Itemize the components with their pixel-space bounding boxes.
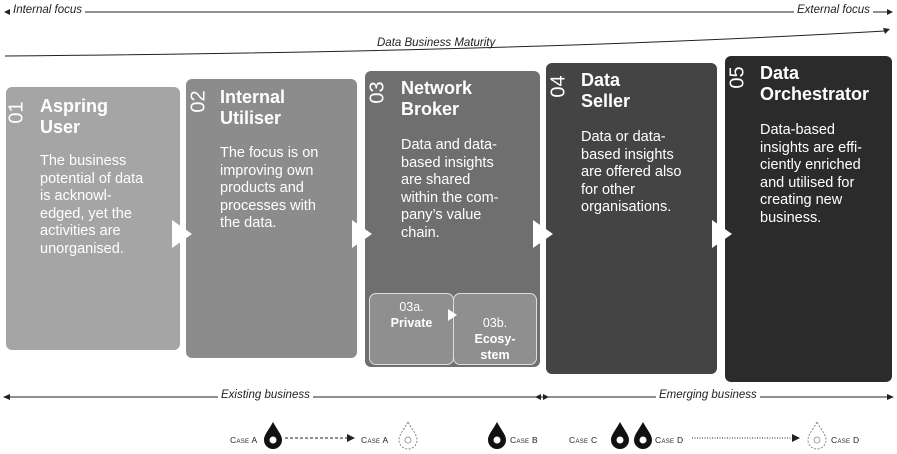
stage-data-orchestrator: 05 Data Orchestrator Data-based insights… <box>725 56 892 382</box>
stage-description: Data and data- based insights are shared… <box>401 137 499 241</box>
stage-number: 02 <box>187 90 210 113</box>
transition-arrow-icon <box>712 220 732 248</box>
stage-number: 01 <box>5 101 28 124</box>
case-a-end-label: Case A <box>361 435 389 445</box>
stage-number: 05 <box>726 66 749 89</box>
maturity-label: Data Business Maturity <box>377 37 496 49</box>
existing-business-label: Existing business <box>218 389 313 401</box>
transition-arrow-icon <box>533 220 553 248</box>
substage-arrow-icon <box>448 309 457 321</box>
stage-description: The focus is on improving own products a… <box>220 145 319 231</box>
stage-network-broker: 03 Network Broker Data and data- based i… <box>365 71 540 367</box>
external-focus-label: External focus <box>794 4 873 16</box>
case-d-filled-drop-icon <box>634 422 652 449</box>
stage-aspiring-user: 01 Aspring User The business potential o… <box>6 87 180 350</box>
case-d-end-label: Case D <box>831 435 860 445</box>
stage-title: Aspring User <box>40 96 109 137</box>
transition-arrow-icon <box>172 220 192 248</box>
stage-number: 04 <box>547 75 570 98</box>
case-a-dashed-arrow <box>285 434 355 442</box>
substage-code: 03b. <box>482 316 508 330</box>
stage-title: Data Seller <box>581 70 631 111</box>
stage-description: Data-based insights are effi- ciently en… <box>760 122 863 226</box>
case-b-label: Case B <box>510 435 538 445</box>
case-c-label: Case C <box>569 435 598 445</box>
stage-description: Data or data- based insights are offered… <box>581 129 682 215</box>
substage-private: 03a. Private <box>369 293 454 365</box>
internal-focus-label: Internal focus <box>10 4 86 16</box>
substage-label: Private <box>390 316 433 330</box>
stage-internal-utiliser: 02 Internal Utiliser The focus is on imp… <box>186 79 357 358</box>
case-c-filled-drop-icon <box>611 422 629 449</box>
business-axis <box>3 394 894 400</box>
stage-title: Internal Utiliser <box>220 87 286 128</box>
stage-data-seller: 04 Data Seller Data or data- based insig… <box>546 63 717 374</box>
case-d-start-label: Case D <box>655 435 684 445</box>
case-d-dotted-arrow <box>692 434 800 442</box>
case-d-outline-drop-icon <box>807 420 827 450</box>
case-b-filled-drop-icon <box>488 422 506 449</box>
substage-ecosystem: 03b. Ecosy- stem <box>453 293 537 365</box>
transition-arrow-icon <box>352 220 372 248</box>
focus-axis <box>4 9 893 57</box>
stage-number: 03 <box>366 81 389 104</box>
substage-code: 03a. <box>399 300 424 314</box>
stage-description: The business potential of data is acknow… <box>40 153 144 257</box>
case-a-start-label: Case A <box>230 435 258 445</box>
emerging-business-label: Emerging business <box>656 389 760 401</box>
stage-title: Network Broker <box>401 78 473 119</box>
case-a-outline-drop-icon <box>398 420 418 450</box>
case-a-filled-drop-icon <box>264 422 282 449</box>
stage-title: Data Orchestrator <box>760 63 870 104</box>
substage-label: Ecosy- stem <box>474 332 516 362</box>
